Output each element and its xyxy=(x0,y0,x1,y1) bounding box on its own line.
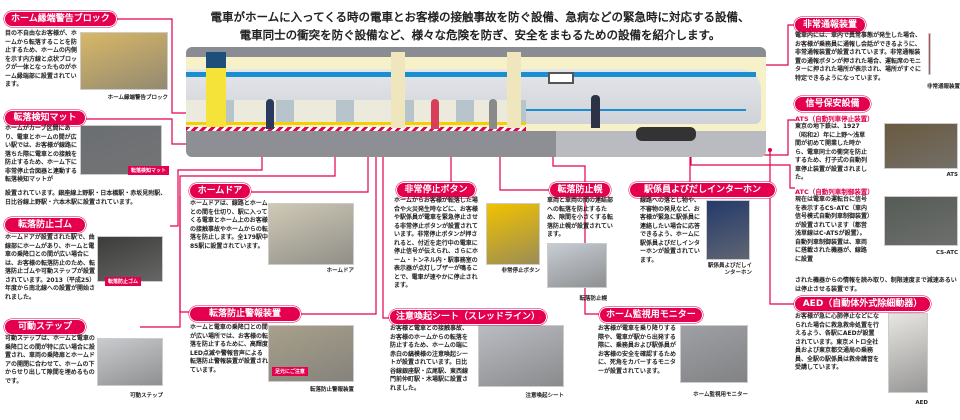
subsection-title: ATS（自動列車停止装置） xyxy=(795,115,874,123)
pillar xyxy=(391,52,405,128)
ceiling xyxy=(186,47,766,57)
photo-caption: 非常停止ボタン xyxy=(501,268,540,274)
connector-platform-box xyxy=(179,196,190,313)
section-title: ホーム縁端警告ブロック xyxy=(5,12,116,26)
photo-caption: ホームドア xyxy=(326,268,354,274)
section-title: 信号保安設備 xyxy=(795,97,870,111)
caution-stripe xyxy=(186,127,526,131)
section-description: 車両と車両の間の連結部への転落を防止するため、隙間を小さくする転落防止幌が設置さ… xyxy=(547,197,614,238)
photo-edge-block xyxy=(80,32,168,90)
photo-caption: 可動ステップ xyxy=(129,393,163,399)
photo-label: 転落防止ゴム xyxy=(105,277,142,286)
section-title: 非常通報装置 xyxy=(795,18,865,32)
photo-label: 足元にご注意 xyxy=(272,367,308,376)
photo-atc xyxy=(884,196,958,246)
photo-caption: 注意喚起シート xyxy=(525,393,564,399)
section-description: 現在は電車の運転台に信号を表示するCS-ATC（車内信号模式自動列車制御装置）が… xyxy=(795,196,871,263)
section-description: ホームからお客様が転落した場合や火災発生時などに、お客様や駅係員が電車を緊急停止… xyxy=(394,197,479,289)
photo-ats xyxy=(884,123,958,169)
page-intro: 電車がホームに入ってくる時の電車とお客様の接触事故を防ぐ設備、急病などの緊急時に… xyxy=(190,8,770,44)
connector-step xyxy=(140,120,336,328)
section-description: 線路への落とし物や、不審物の発見など、お客様が緊急に駅係員に連絡したい場合に応答… xyxy=(640,197,701,264)
section-description: ホームドアが設置された駅で、曲線部にホームがあり、ホームと電車の乗降口との間が広… xyxy=(5,234,96,301)
section-description: 可動ステップは、ホームと電車の乗降口との間が特に広い場合に設置され、車両の乗降扉… xyxy=(5,335,95,385)
photo-caution-sheet xyxy=(478,325,564,387)
passenger xyxy=(431,99,439,129)
photo-emergency-stop xyxy=(486,203,540,265)
photo-caption: 駅係員よびだしインターホン xyxy=(707,263,752,276)
section-title: 可動ステップ xyxy=(5,320,85,334)
passenger xyxy=(489,99,497,129)
pillar xyxy=(507,52,521,128)
section-title: 注意喚起シート（スレッドライン） xyxy=(390,310,547,324)
train-stripe xyxy=(186,72,756,77)
section-description: お客様が電車を乗り降りする際や、電車が駅から出発する際に、乗務員および駅係員がお… xyxy=(598,325,677,375)
photo-movable-step xyxy=(97,338,163,386)
section-title: 転落防止幌 xyxy=(550,183,610,197)
connector-alarm xyxy=(300,121,377,315)
photo-platform-door xyxy=(268,203,354,265)
section-description-continued: 設置されています。銀座線上野駅・日本橋駅・赤坂見附駅、日比谷線上野駅・六本木駅に… xyxy=(5,190,167,206)
section-description: 目の不自由なお客様が、ホームから転落することを防止するため、ホームの内側を示す内… xyxy=(5,30,78,88)
station-sign xyxy=(206,52,226,68)
photo-caption: ホーム縁端警告ブロック xyxy=(107,95,168,101)
photo-caption: AED xyxy=(915,400,928,406)
platform-doors xyxy=(186,100,526,122)
section-title: 転落検知マット xyxy=(5,111,85,125)
section-title: AED（自動体外式除細動器） xyxy=(795,297,930,311)
section-description: ホームドアは、線路とホームとの間を仕切り、駅に入ってくる電車とホーム上のお客様の… xyxy=(190,200,268,250)
photo-monitor xyxy=(680,325,748,383)
photo-caption: CS-ATC xyxy=(936,250,958,256)
photo-label: 転落検知マット xyxy=(128,166,170,175)
station-illustration xyxy=(186,47,766,157)
photo-fall-hood xyxy=(547,243,607,288)
photo-intercom xyxy=(706,200,750,260)
platform-edge xyxy=(186,131,556,157)
section-title: 非常停止ボタン xyxy=(397,183,475,197)
section-title: ホームドア xyxy=(190,184,250,198)
section-title: 転落防止警報装置 xyxy=(190,307,300,321)
photo-caption: 転落防止警報装置 xyxy=(309,387,354,393)
station-staff xyxy=(591,95,600,128)
photo-caption: ホーム監視用モニター xyxy=(693,392,748,398)
section-description: お客様と電車との接触事故、お客様のホームからの転落を防止するため、ホームの端に赤… xyxy=(390,325,469,392)
yellow-line xyxy=(186,122,526,125)
section-title: ホーム監視用モニター xyxy=(600,308,702,322)
section-description-continued: された機器からの情報を読み取り、制限速度まで減速あるいは停止させる装置です。 xyxy=(795,277,957,293)
connector-aed xyxy=(769,150,795,305)
intro-line-2: 電車同士の衝突を防ぐ設備など、様々な危険を防ぎ、安全をまもるための設備を紹介しま… xyxy=(239,28,721,42)
photo-caption: ATS xyxy=(946,172,958,178)
subsection-title: ATC（自動列車制御装置） xyxy=(795,188,874,196)
station-sign-pillar xyxy=(206,52,226,127)
section-description: 東京の地下鉄は、1927（昭和2）年に上野〜浅草間が初めて開業した時から、電車同… xyxy=(795,123,868,181)
photo-aed xyxy=(888,313,928,393)
photo-fall-rubber xyxy=(97,236,163,282)
photo-emergency-call xyxy=(928,33,931,75)
section-title: 転落防止ゴム xyxy=(5,218,85,232)
section-description: ホームと電車の乗降口との間が広い場所では、お客様の転落を防止するために、高輝度L… xyxy=(190,324,269,374)
monitor-unit xyxy=(548,72,574,84)
intro-line-1: 電車がホームに入ってくる時の電車とお客様の接触事故を防ぐ設備、急病などの緊急時に… xyxy=(210,10,750,24)
photo-caption: 転落防止幌 xyxy=(579,296,607,302)
section-description: 電車内には、車内で異常事態が発生した場合、お客様が乗務員に通報し会話ができるよう… xyxy=(795,32,922,82)
photo-caption: 非常通報装置 xyxy=(926,84,960,90)
section-title: 駅係員よびだしインターホン xyxy=(630,183,775,197)
train-bogie xyxy=(636,127,696,141)
passenger xyxy=(266,99,274,129)
section-description: お客様が急に心肺停止などになられた場合に救急救命処置を行えるよう、各駅にAEDが… xyxy=(795,313,880,371)
section-description: ホームがカーブ区間にあり、電車とホームの間が広い駅では、お客様が線路に落ちた際に… xyxy=(5,125,78,183)
